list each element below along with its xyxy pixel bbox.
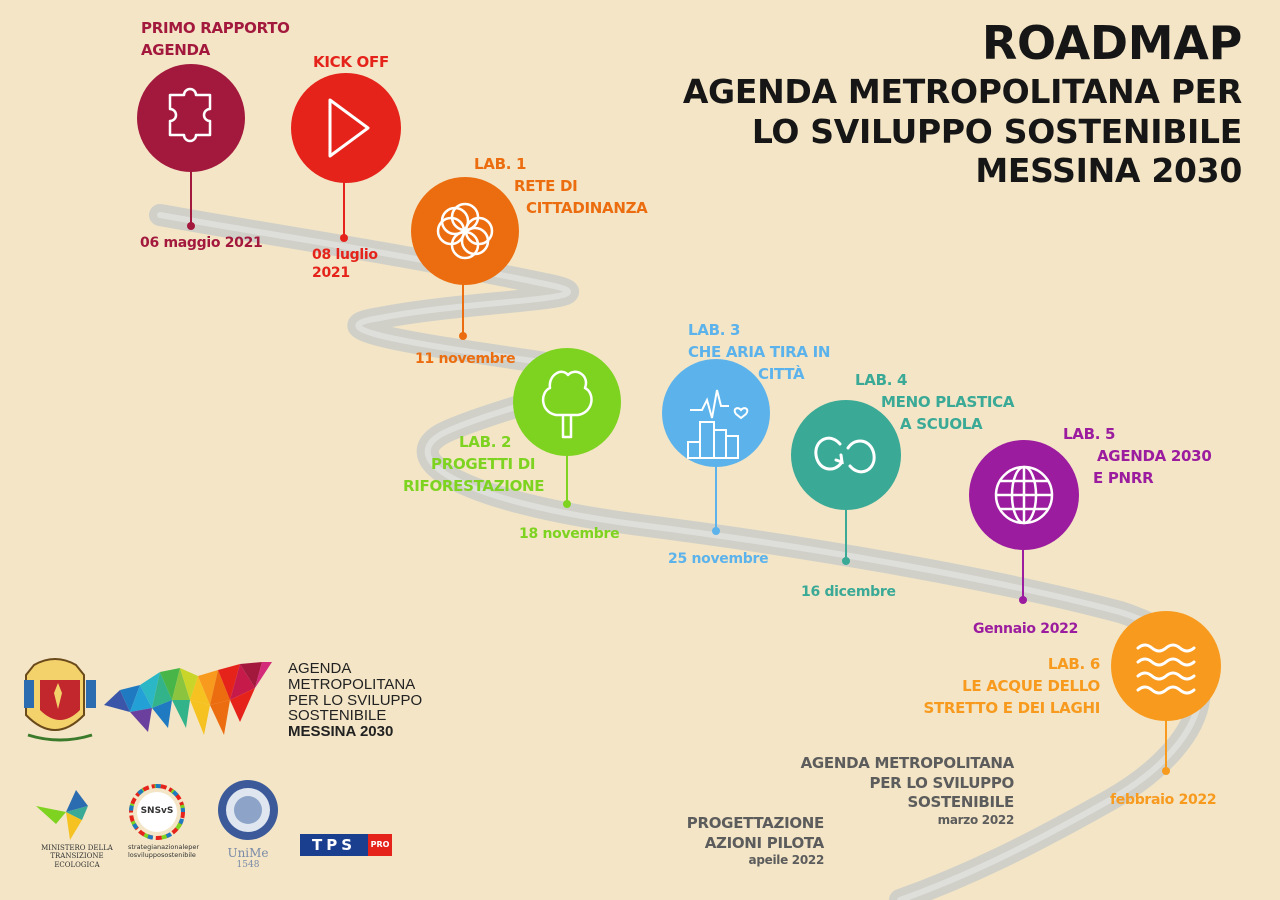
final-step-line: PROGETTAZIONE xyxy=(686,814,825,832)
city-icon xyxy=(687,389,749,459)
date-line: 08 luglio xyxy=(312,247,378,263)
logo-line: strategianazionaleper xyxy=(128,843,200,851)
final-step-date: marzo 2022 xyxy=(937,812,1015,827)
milestone-label: LAB. 4 MENO PLASTICA A SCUOLA xyxy=(855,370,1015,435)
label-line: LAB. 2 xyxy=(459,433,512,451)
final-step-date: apeile 2022 xyxy=(748,853,825,867)
play-icon xyxy=(328,98,370,158)
label-line: LAB. 3 xyxy=(688,321,741,339)
label-line: CITTADINANZA xyxy=(526,198,648,217)
milestone-primo-rapporto xyxy=(137,64,245,230)
milestone-lab-1 xyxy=(411,177,519,340)
logo-line: AGENDA xyxy=(288,660,352,677)
milestone-date: febbraio 2022 xyxy=(1110,792,1217,808)
snsvs-text: strategianazionaleper losvilupposostenib… xyxy=(128,843,200,860)
label-line: STRETTO E DEI LAGHI xyxy=(923,698,1101,717)
milestone-date: 16 dicembre xyxy=(801,584,896,600)
label-line: AGENDA xyxy=(141,40,210,59)
ministry-logo xyxy=(36,790,88,840)
label-line: AGENDA 2030 xyxy=(1097,446,1212,465)
label-line: E PNRR xyxy=(1093,468,1154,487)
waves-icon xyxy=(1136,643,1196,695)
milestone-label: KICK OFF xyxy=(313,53,389,71)
subtitle-line: MESSINA 2030 xyxy=(975,151,1242,191)
milestone-lab-3 xyxy=(662,359,770,535)
date-line: 2021 xyxy=(312,265,350,282)
milestone-kick-off xyxy=(291,73,401,242)
milestone-label: LAB. 1 RETE DI CITTADINANZA xyxy=(474,154,648,219)
final-step-agenda: AGENDA METROPOLITANA PER LO SVILUPPO SOS… xyxy=(800,754,1015,828)
milestone-label: LAB. 2 PROGETTI DI RIFORESTAZIONE xyxy=(403,432,545,497)
label-line: LAB. 1 xyxy=(474,155,527,173)
snsvs-logo xyxy=(129,784,185,840)
roadmap-subtitle: AGENDA METROPOLITANA PER LO SVILUPPO SOS… xyxy=(683,72,1242,191)
subtitle-line: LO SVILUPPO SOSTENIBILE xyxy=(751,111,1242,151)
milestone-date: Gennaio 2022 xyxy=(973,621,1079,637)
label-line: LAB. 5 xyxy=(1063,425,1116,443)
puzzle-icon xyxy=(168,87,212,143)
label-line: MENO PLASTICA xyxy=(881,392,1015,411)
ministry-text: MINISTERO DELLA TRANSIZIONE ECOLOGICA xyxy=(36,844,118,869)
logo-line: 1548 xyxy=(236,860,260,870)
logo-line: UniMe xyxy=(227,846,269,860)
milestone-lab-4 xyxy=(791,400,901,565)
subtitle-line: AGENDA METROPOLITANA PER xyxy=(682,72,1242,111)
milestone-label: PRIMO RAPPORTO AGENDA xyxy=(141,18,290,62)
logo-line: METROPOLITANA xyxy=(288,675,416,693)
milestone-date: 11 novembre xyxy=(415,351,516,367)
label-line: RETE DI xyxy=(514,176,578,195)
agenda-logo-text: AGENDA METROPOLITANA PER LO SVILUPPO SOS… xyxy=(288,661,422,740)
final-step-line: PER LO SVILUPPO xyxy=(869,773,1015,792)
tps-label: TPS xyxy=(311,836,357,854)
final-step-line: SOSTENIBILE xyxy=(907,793,1015,811)
milestone-date: 25 novembre xyxy=(668,551,769,567)
label-line: CHE ARIA TIRA IN xyxy=(688,342,831,361)
logo-line: SOSTENIBILE xyxy=(288,707,387,725)
unime-text: UniMe 1548 xyxy=(218,846,278,870)
unime-seal xyxy=(218,780,278,840)
label-line: LE ACQUE DELLO xyxy=(962,676,1100,695)
flower-icon xyxy=(436,202,494,260)
recycle-icon xyxy=(814,436,876,474)
logo-line: losvilupposostenibile xyxy=(128,850,196,859)
messina-coat-of-arms xyxy=(24,658,96,742)
milestone-label: LAB. 6 LE ACQUE DELLO STRETTO E DEI LAGH… xyxy=(924,654,1101,719)
milestone-date: 08 luglio 2021 xyxy=(312,246,378,282)
label-line: CITTÀ xyxy=(758,364,805,383)
tree-icon xyxy=(542,370,593,439)
roadmap-title: ROADMAP xyxy=(981,16,1242,70)
logo-line: MESSINA 2030 xyxy=(288,723,394,740)
snsvs-label: SNSvS xyxy=(140,806,174,816)
final-step-progettazione: PROGETTAZIONE AZIONI PILOTA apeile 2022 xyxy=(686,814,825,869)
logo-line: PER LO SVILUPPO xyxy=(288,691,423,709)
milestone-date: 06 maggio 2021 xyxy=(140,235,263,251)
agenda-mosaic-logo xyxy=(104,662,272,735)
label-line: PROGETTI DI xyxy=(431,454,536,473)
milestone-lab-5 xyxy=(969,440,1079,604)
label-line: A SCUOLA xyxy=(900,414,983,433)
milestone-label: LAB. 5 AGENDA 2030 E PNRR xyxy=(1063,424,1212,489)
milestone-label: LAB. 3 CHE ARIA TIRA IN CITTÀ xyxy=(688,320,830,385)
label-line: LAB. 6 xyxy=(1047,655,1100,673)
logo-line: MINISTERO DELLA xyxy=(41,844,113,852)
tps-logo xyxy=(300,834,392,856)
milestone-lab-6 xyxy=(1111,611,1221,775)
milestone-lab-2 xyxy=(513,348,621,508)
label-line: PRIMO RAPPORTO xyxy=(141,19,290,37)
tps-pro-label: PRO xyxy=(370,840,390,849)
label-line: RIFORESTAZIONE xyxy=(403,476,545,495)
label-line: LAB. 4 xyxy=(855,371,908,389)
milestone-date: 18 novembre xyxy=(519,526,620,542)
globe-icon xyxy=(994,465,1054,525)
final-step-line: AZIONI PILOTA xyxy=(704,833,825,852)
final-step-line: AGENDA METROPOLITANA xyxy=(800,754,1015,772)
logo-line: TRANSIZIONE ECOLOGICA xyxy=(50,852,104,869)
